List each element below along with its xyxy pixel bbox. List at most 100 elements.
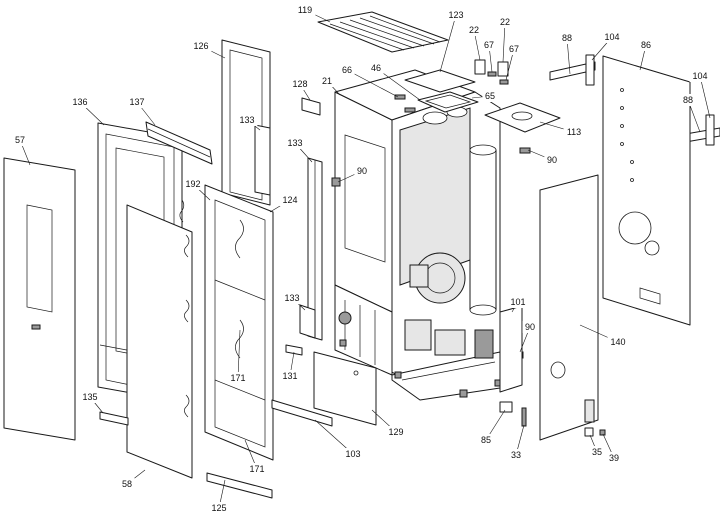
callout-bg-c90a: [544, 154, 560, 166]
callout-c88b: 88: [683, 95, 693, 105]
callout-c131: 131: [282, 371, 297, 381]
flue-duct: [499, 305, 523, 393]
callout-bg-c131: [279, 370, 301, 382]
callout-c104a: 104: [604, 32, 619, 42]
callout-bg-c33: [508, 449, 524, 461]
callout-c85: 85: [481, 435, 491, 445]
callout-c192: 192: [185, 179, 200, 189]
right-side-panel: [539, 174, 599, 441]
callout-c124: 124: [282, 195, 297, 205]
callout-c86: 86: [641, 40, 651, 50]
callout-bg-c126: [190, 40, 212, 52]
door-bracket: [145, 121, 213, 165]
leader-c104b: [699, 75, 711, 119]
callout-c113: 113: [567, 127, 581, 137]
leader-c22b: [502, 21, 506, 63]
callout-c128: 128: [292, 79, 307, 89]
callout-c88a: 88: [562, 33, 572, 43]
callout-c66: 66: [342, 65, 352, 75]
stove-body: [334, 69, 502, 401]
screw-middle: [331, 177, 341, 187]
side-bracket-upper: [549, 54, 596, 86]
callout-bg-c140: [607, 336, 629, 348]
callout-bg-c88a: [559, 32, 575, 44]
callout-bg-c104a: [601, 31, 623, 43]
callout-bg-c133c: [281, 292, 303, 304]
callout-bg-c123: [445, 9, 467, 21]
callout-bg-c66: [339, 64, 355, 76]
callout-c136: 136: [72, 97, 87, 107]
callout-bg-c90b: [354, 165, 370, 177]
small-bracket: [301, 97, 321, 116]
callout-c133b: 133: [287, 138, 302, 148]
callout-c171a: 171: [230, 373, 245, 383]
callout-bg-c135: [79, 391, 101, 403]
callout-c133c: 133: [284, 293, 299, 303]
callout-bg-c35: [589, 446, 605, 458]
callout-c67b: 67: [509, 44, 519, 54]
callout-c39: 39: [609, 453, 619, 463]
callout-bg-c86: [638, 39, 654, 51]
rear-panel: [602, 55, 691, 326]
callout-bg-c39: [606, 452, 622, 464]
callout-c133a: 133: [239, 115, 254, 125]
callout-bg-c133b: [284, 137, 306, 149]
leader-c171a: [237, 329, 241, 379]
callout-c35: 35: [592, 447, 602, 457]
callout-bg-c46: [368, 62, 384, 74]
callout-bg-c136: [69, 96, 91, 108]
callout-bg-c22b: [497, 16, 513, 28]
flue-cover: [484, 102, 561, 133]
callout-bg-c124: [279, 194, 301, 206]
screw-39: [599, 429, 606, 436]
callout-bg-c128: [289, 78, 311, 90]
callout-bg-c103: [342, 448, 364, 460]
callout-bg-c65: [482, 90, 498, 102]
callout-bg-c119: [294, 4, 316, 16]
top-grille: [317, 11, 449, 53]
callout-bg-c88b: [680, 94, 696, 106]
ash-drawer-panel: [313, 351, 377, 426]
callout-c33: 33: [511, 450, 521, 460]
latch-assembly: [474, 59, 509, 85]
callout-c46: 46: [371, 63, 381, 73]
front-bottom-rail: [206, 472, 273, 499]
callout-bg-c21: [319, 75, 335, 87]
callout-bg-c101: [507, 296, 529, 308]
callout-bg-c113: [563, 126, 585, 138]
outer-door-glass: [126, 199, 193, 479]
callout-c104b: 104: [692, 71, 707, 81]
switch-35: [584, 427, 594, 437]
callout-c65: 65: [485, 91, 495, 101]
leader-c66: [346, 69, 399, 98]
callout-c90b: 90: [357, 166, 367, 176]
lid-hinge: [394, 94, 416, 113]
callout-bg-c104b: [689, 70, 711, 82]
callout-c119: 119: [298, 5, 312, 15]
callout-bg-c57: [12, 134, 28, 146]
mount-plate: [499, 401, 513, 413]
callout-c125: 125: [211, 503, 226, 513]
callout-c22b: 22: [500, 17, 510, 27]
side-bar-middle: [307, 157, 323, 341]
top-cover-plate: [404, 69, 476, 93]
callout-bg-c125: [208, 502, 230, 514]
callout-c90a: 90: [547, 155, 557, 165]
callout-bg-c22a: [466, 24, 482, 36]
callout-bg-c58: [119, 478, 135, 490]
pin-33: [521, 407, 527, 427]
callout-c57: 57: [15, 135, 25, 145]
callout-bg-c67b: [506, 43, 522, 55]
callout-c67a: 67: [484, 40, 494, 50]
screw-upper: [519, 147, 531, 154]
callout-c137: 137: [129, 97, 144, 107]
bottom-rail: [271, 399, 333, 427]
callout-bg-c67a: [481, 39, 497, 51]
leader-c123: [439, 14, 457, 73]
callout-bg-c129: [385, 426, 407, 438]
hopper-lid: [417, 91, 479, 113]
callout-c126: 126: [193, 41, 208, 51]
